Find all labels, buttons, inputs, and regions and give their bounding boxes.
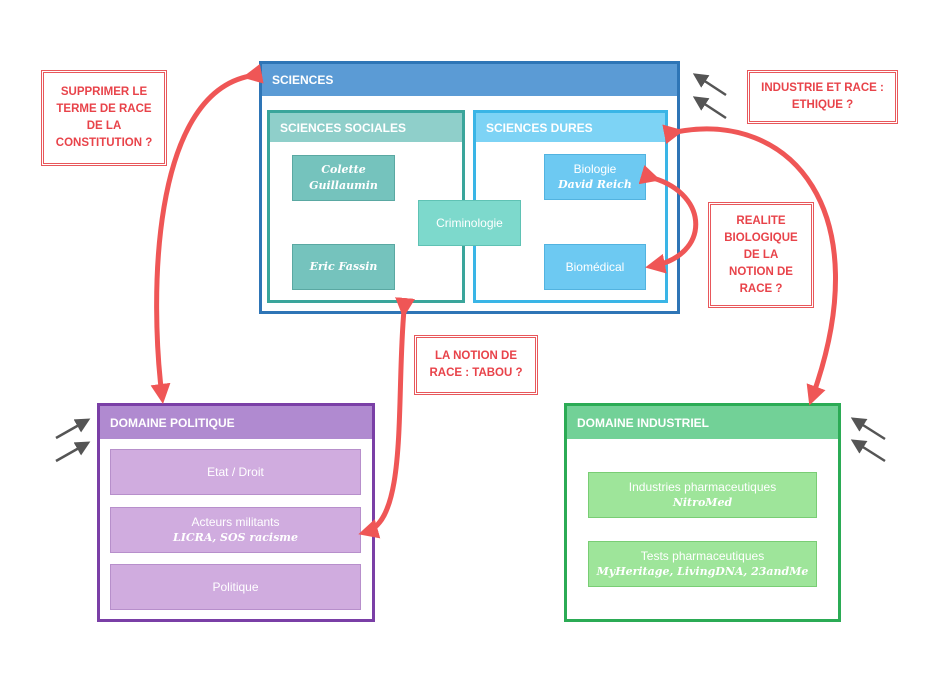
etat-droit-label: Etat / Droit bbox=[207, 465, 264, 479]
brands-label: MyHeritage, LivingDNA, 23andMe bbox=[596, 565, 809, 578]
domaine-industriel-header: DOMAINE INDUSTRIEL bbox=[567, 406, 838, 439]
industries-pharma-box: Industries pharmaceutiques NitroMed bbox=[588, 472, 817, 518]
david-reich-label: David Reich bbox=[558, 178, 632, 191]
note-supprimer-line3: DE LA bbox=[86, 120, 122, 132]
note-supprimer-race: SUPPRIMER LE TERME DE RACE DE LA CONSTIT… bbox=[41, 70, 167, 166]
note-realite-line2: BIOLOGIQUE bbox=[724, 231, 798, 244]
note-race-tabou: LA NOTION DE RACE : TABOU ? bbox=[414, 335, 538, 395]
grey-arrows-top-right bbox=[692, 73, 727, 120]
note-industrie-ethique: INDUSTRIE ET RACE : ETHIQUE ? bbox=[747, 70, 898, 124]
guillaumin-label: Guillaumin bbox=[309, 179, 378, 192]
eric-fassin-label: Eric Fassin bbox=[309, 260, 378, 273]
note-realite-biologique: REALITE BIOLOGIQUE DE LA NOTION DE RACE … bbox=[708, 202, 814, 308]
industries-pharma-label: Industries pharmaceutiques bbox=[628, 480, 777, 494]
domaine-politique-container: DOMAINE POLITIQUE bbox=[97, 403, 375, 622]
sciences-title: SCIENCES bbox=[272, 73, 334, 87]
politique-label: Politique bbox=[212, 580, 259, 594]
note-industrie-line2: ETHIQUE ? bbox=[791, 99, 854, 111]
sciences-sociales-header: SCIENCES SOCIALES bbox=[270, 113, 462, 142]
acteurs-militants-label: Acteurs militants bbox=[191, 515, 280, 529]
note-supprimer-line1: SUPPRIMER LE bbox=[60, 86, 148, 98]
criminologie-box: Criminologie bbox=[418, 200, 521, 246]
grey-arrows-left bbox=[55, 418, 91, 463]
sciences-dures-header: SCIENCES DURES bbox=[476, 113, 665, 142]
criminologie-label: Criminologie bbox=[436, 216, 503, 230]
note-realite-line3: DE LA bbox=[743, 248, 779, 261]
sciences-header: SCIENCES bbox=[262, 64, 677, 96]
politique-box: Politique bbox=[110, 564, 361, 610]
arrow-sciences-politique bbox=[150, 63, 264, 404]
sciences-sociales-title: SCIENCES SOCIALES bbox=[280, 120, 407, 135]
biomedical-box: Biomédical bbox=[544, 244, 646, 290]
note-industrie-line1: INDUSTRIE ET RACE : bbox=[761, 82, 884, 94]
tests-pharma-label: Tests pharmaceutiques bbox=[640, 549, 765, 563]
colette-guillaumin-box: Colette Guillaumin bbox=[292, 155, 395, 201]
domaine-politique-title: DOMAINE POLITIQUE bbox=[110, 415, 235, 430]
domaine-industriel-title: DOMAINE INDUSTRIEL bbox=[577, 415, 709, 430]
licra-label: LICRA, SOS racisme bbox=[173, 531, 298, 544]
note-supprimer-line4: CONSTITUTION ? bbox=[55, 137, 153, 149]
sciences-dures-title: SCIENCES DURES bbox=[486, 120, 593, 135]
colette-label: Colette bbox=[321, 163, 366, 176]
note-realite-line1: REALITE bbox=[736, 214, 786, 227]
note-realite-line5: RACE ? bbox=[739, 282, 783, 295]
tests-pharma-box: Tests pharmaceutiques MyHeritage, Living… bbox=[588, 541, 817, 587]
note-tabou-line1: LA NOTION DE bbox=[435, 350, 517, 362]
biomedical-label: Biomédical bbox=[565, 260, 625, 274]
etat-droit-box: Etat / Droit bbox=[110, 449, 361, 495]
domaine-politique-header: DOMAINE POLITIQUE bbox=[100, 406, 372, 439]
biologie-box: Biologie David Reich bbox=[544, 154, 646, 200]
eric-fassin-box: Eric Fassin bbox=[292, 244, 395, 290]
nitromed-label: NitroMed bbox=[672, 496, 733, 509]
note-realite-line4: NOTION DE bbox=[729, 265, 793, 278]
grey-arrows-right bbox=[850, 417, 886, 463]
acteurs-militants-box: Acteurs militants LICRA, SOS racisme bbox=[110, 507, 361, 553]
note-tabou-line2: RACE : TABOU ? bbox=[429, 367, 523, 379]
biologie-label: Biologie bbox=[573, 162, 617, 176]
note-supprimer-line2: TERME DE RACE bbox=[56, 103, 152, 115]
